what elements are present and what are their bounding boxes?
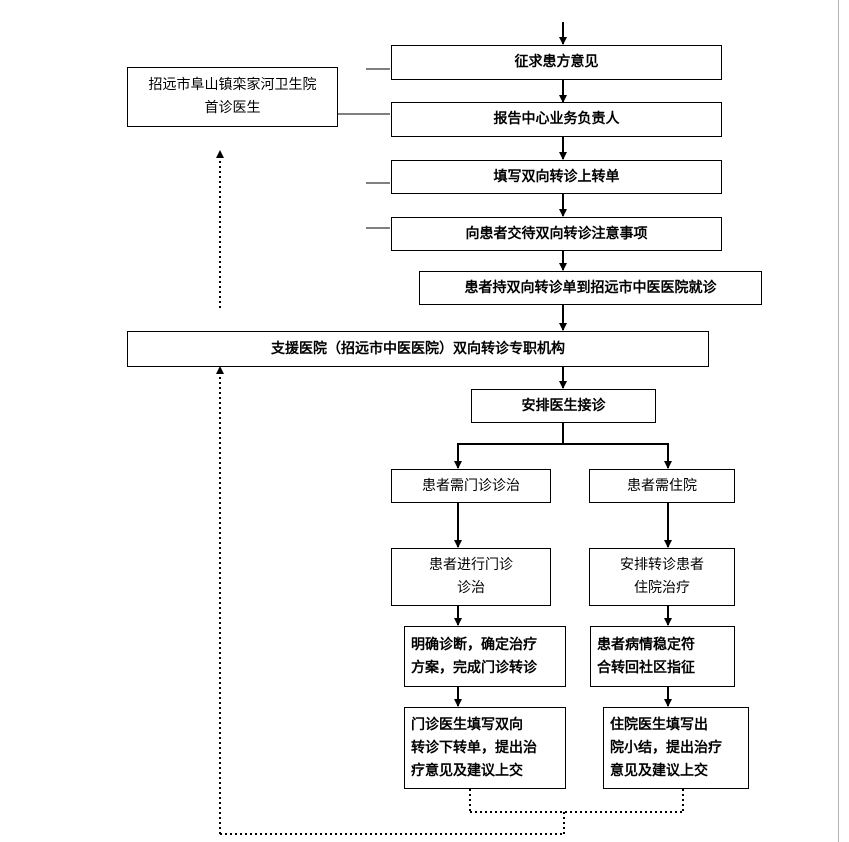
step-clear-diagnosis: 明确诊断，确定治疗 方案，完成门诊转诊 bbox=[404, 626, 566, 687]
step-outpatient-treat: 患者进行门诊 诊治 bbox=[391, 548, 551, 606]
step-patient-goes: 患者持双向转诊单到招远市中医医院就诊 bbox=[419, 271, 762, 305]
step-arrange-doctor: 安排医生接诊 bbox=[471, 389, 656, 423]
page-edge-line bbox=[838, 0, 839, 842]
step-report-center: 报告中心业务负责人 bbox=[391, 102, 722, 137]
support-hospital-box: 支援医院（招远市中医医院）双向转诊专职机构 bbox=[127, 331, 709, 367]
step-arrange-inpatient: 安排转诊患者 住院治疗 bbox=[589, 548, 735, 606]
step-fill-up-form: 填写双向转诊上转单 bbox=[391, 160, 722, 194]
first-doctor-box: 招远市阜山镇栾家河卫生院 首诊医生 bbox=[127, 67, 338, 127]
step-explain-notes: 向患者交待双向转诊注意事项 bbox=[391, 217, 722, 251]
step-seek-opinion: 征求患方意见 bbox=[391, 45, 722, 80]
step-need-inpatient: 患者需住院 bbox=[589, 469, 735, 503]
step-need-outpatient: 患者需门诊诊治 bbox=[391, 469, 551, 503]
step-stable-condition: 患者病情稳定符 合转回社区指征 bbox=[590, 626, 735, 687]
step-inpatient-doctor-fill: 住院医生填写出 院小结，提出治疗 意见及建议上交 bbox=[603, 707, 749, 789]
step-outpatient-doctor-fill: 门诊医生填写双向 转诊下转单，提出治 疗意见及建议上交 bbox=[404, 707, 566, 789]
